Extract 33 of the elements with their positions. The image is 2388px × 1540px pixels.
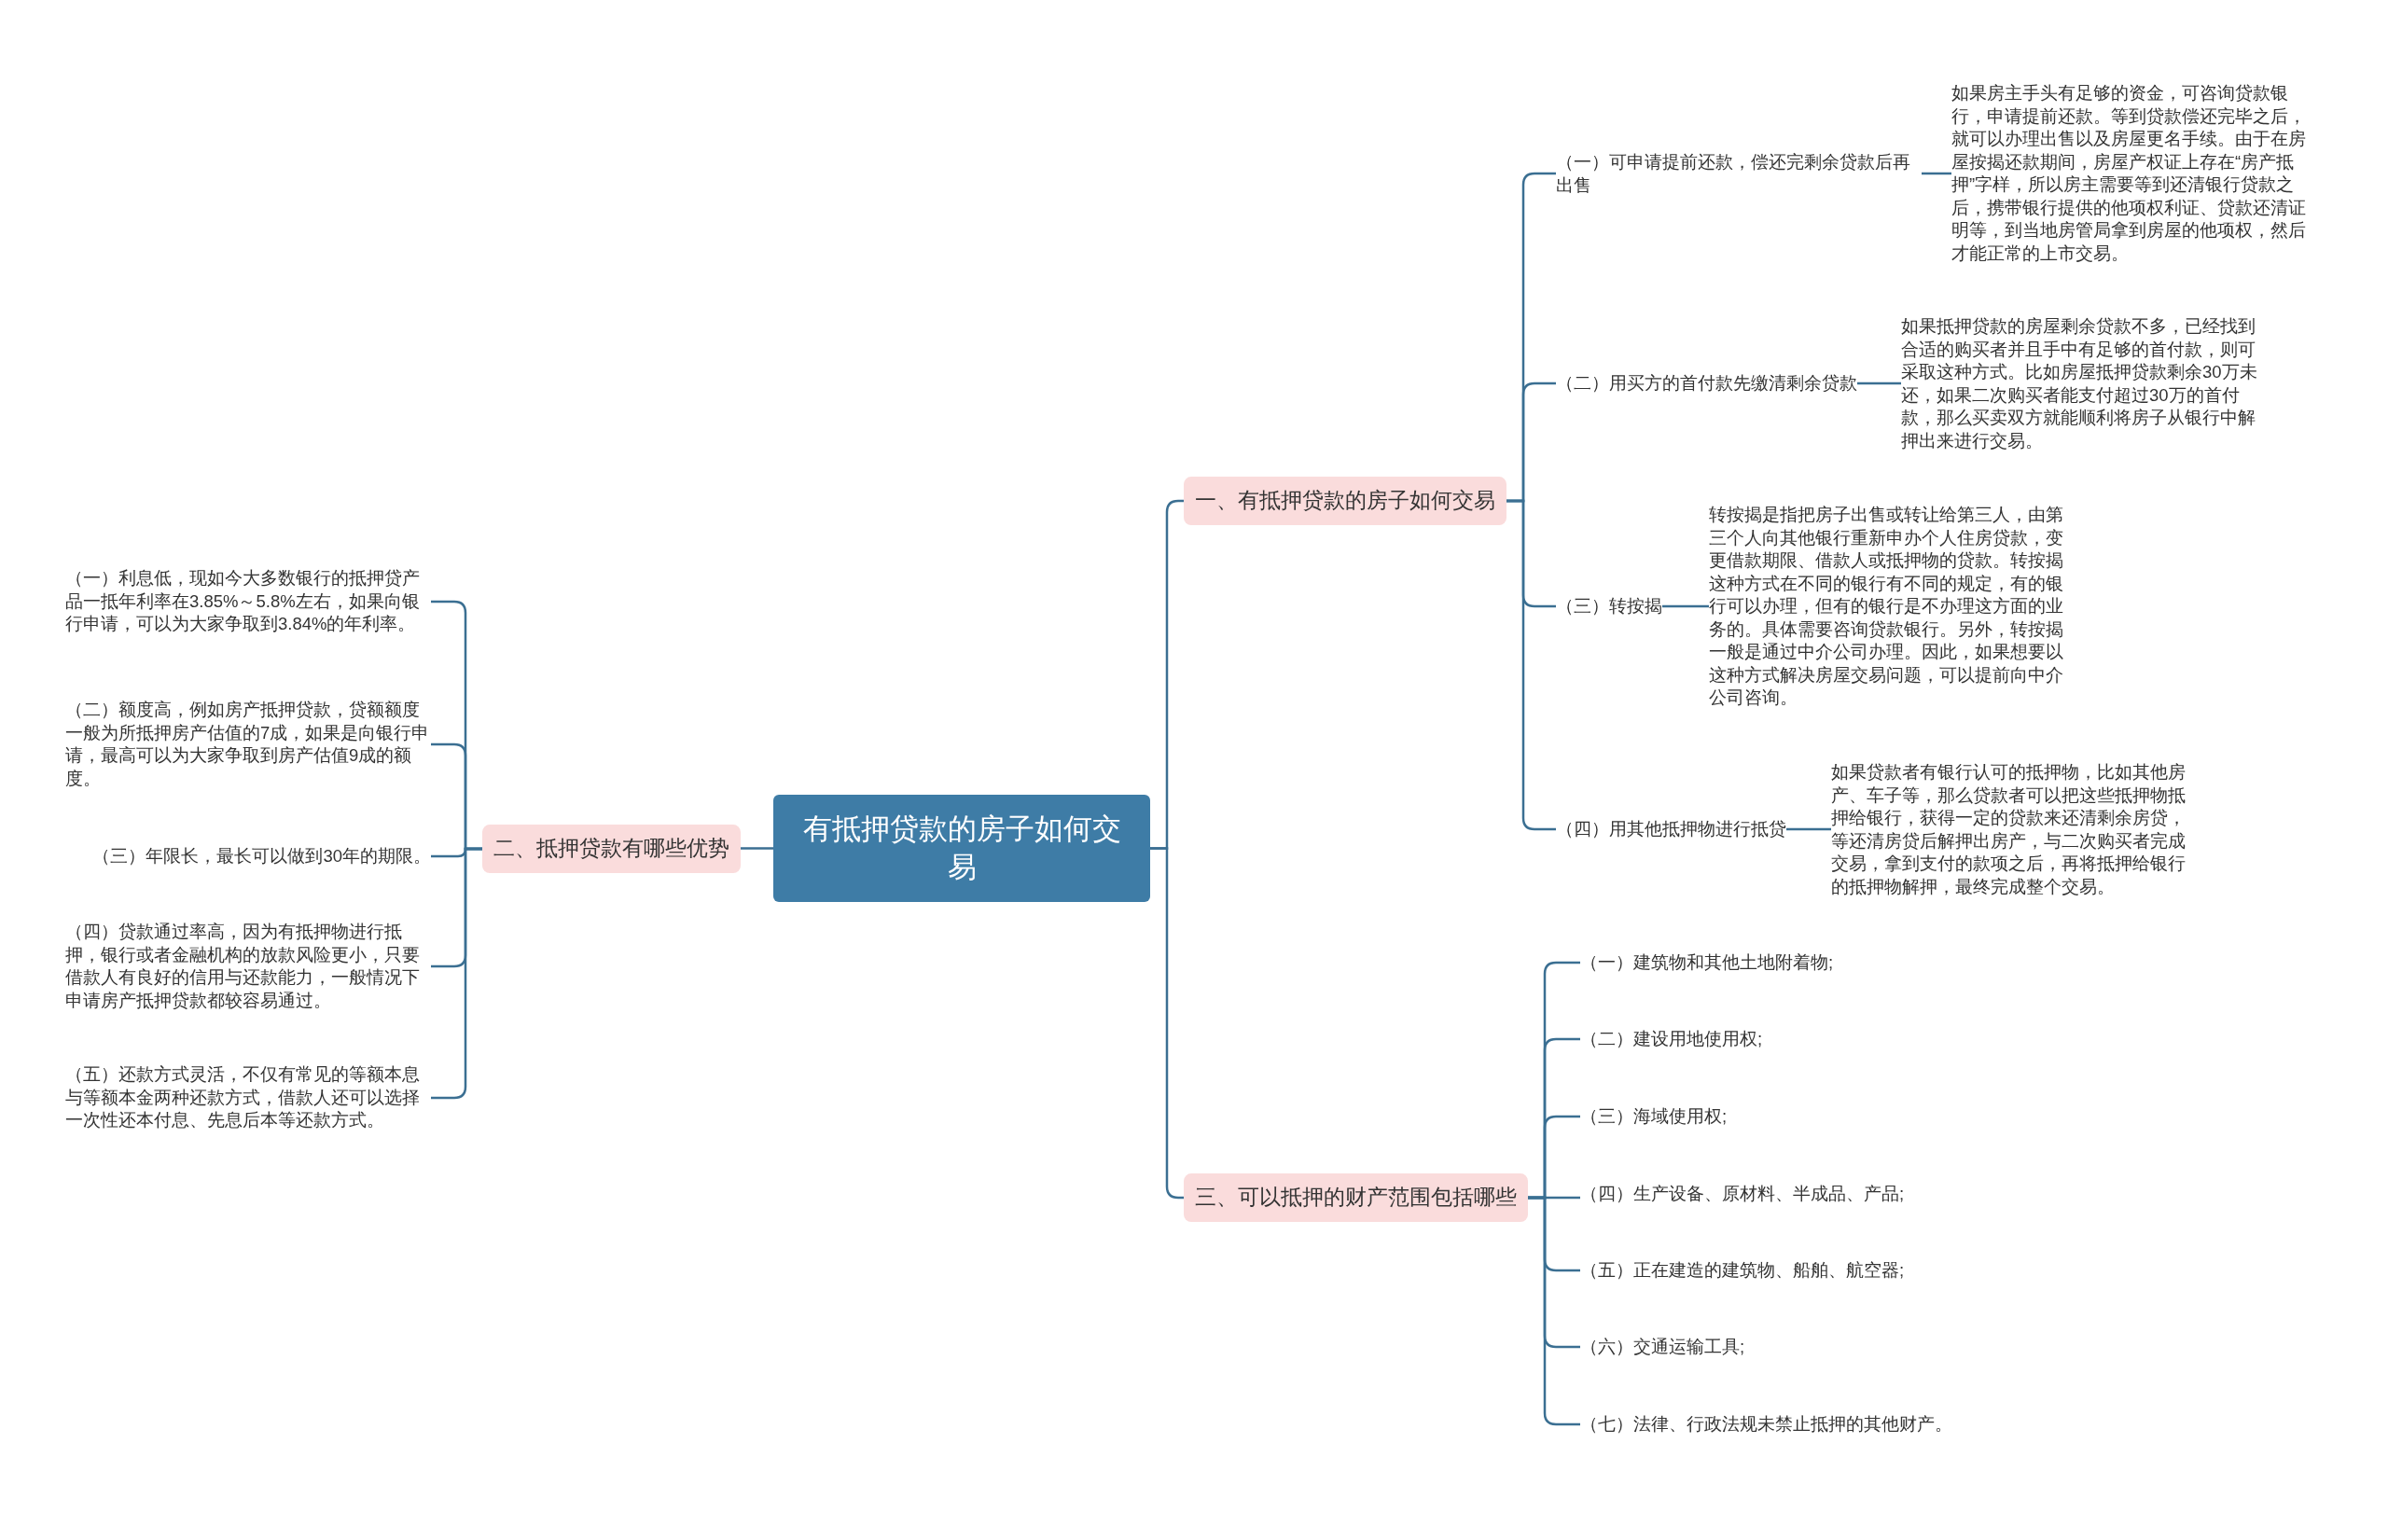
subtopic-text: （二）用买方的首付款先缴清剩余贷款 [1556, 371, 1857, 395]
central-topic-box: 有抵押贷款的房子如何交易 [773, 795, 1150, 902]
detail-paragraph: 转按揭是指把房子出售或转让给第三人，由第三个人向其他银行重新申办个人住房贷款，变更借款期限、借款人或抵押物的贷款。转按揭这种方式在不同的银行有不同的规定，有的银行可以办理，但有的银行是不办理这方面的业务的。具体需要咨询贷款银行。另外，转按揭一般是通过中介公司办理。因此，如果想要以这种方式解决房屋交易问题，可以提前向中介公司咨询。 [1709, 503, 2075, 710]
branch-topic-box: 一、有抵押贷款的房子如何交易 [1184, 477, 1506, 525]
connector-line [1528, 1196, 1580, 1426]
subtopic-text: （四）贷款通过率高，因为有抵押物进行抵押，银行或者金融机构的放款风险更小，只要借款人有良好的信用与还款能力，一般情况下申请房产抵押贷款都较容易通过。 [65, 921, 431, 1012]
subtopic-text: （四）生产设备、原材料、半成品、产品; [1580, 1182, 1905, 1206]
connector-line [1662, 604, 1709, 608]
connector-line [741, 847, 773, 850]
connector-line [1506, 499, 1556, 831]
subtopic-text: （二）额度高，例如房产抵押贷款，贷额额度一般为所抵押房产估值的7成，如果是向银行申请，最高可以为大家争取到房产估值9成的额度。 [65, 699, 431, 790]
detail-paragraph: 如果抵押贷款的房屋剩余贷款不多，已经找到合适的购买者并且手中有足够的首付款，则可采取这种方式。比如房屋抵押贷款剩余30万未还，如果二次购买者能支付超过30万的首付款，那么买卖双方就能顺利将房子从银行中解押出来进行交易。 [1901, 314, 2267, 452]
branch-topic-box: 二、抵押贷款有哪些优势 [482, 825, 741, 873]
subtopic-text: （一）利息低，现如今大多数银行的抵押贷产品一抵年利率在3.85%～5.8%左右，如果向银行申请，可以为大家争取到3.84%的年利率。 [65, 567, 431, 636]
subtopic-text: （三）转按揭 [1556, 594, 1662, 618]
subtopic-text: （三）海域使用权; [1580, 1104, 1728, 1129]
connector-line [1786, 827, 1831, 831]
subtopic-text: （七）法律、行政法规未禁止抵押的其他财产。 [1580, 1412, 1952, 1436]
subtopic-text: （三）年限长，最长可以做到30年的期限。 [92, 844, 431, 868]
subtopic-text: （一）可申请提前还款，偿还完剩余贷款后再出售 [1556, 150, 1922, 197]
subtopic-text: （四）用其他抵押物进行抵贷 [1556, 817, 1786, 841]
subtopic-text: （一）建筑物和其他土地附着物; [1580, 950, 1834, 975]
detail-paragraph: 如果贷款者有银行认可的抵押物，比如其他房产、车子等，那么贷款者可以把这些抵押物抵押给银行，获得一定的贷款来还清剩余房贷，等还清房贷后解押出房产，与二次购买者完成交易，拿到支付的款项之后，再将抵押给银行的抵押物解押，最终完成整个交易。 [1831, 760, 2197, 898]
connector-line [1922, 172, 1951, 175]
subtopic-text: （五）正在建造的建筑物、船舶、航空器; [1580, 1258, 1905, 1283]
subtopic-text: （六）交通运输工具; [1580, 1335, 1745, 1359]
connector-line [1150, 847, 1184, 1200]
branch-topic-box: 三、可以抵押的财产范围包括哪些 [1184, 1173, 1528, 1222]
connector-line [431, 847, 482, 1100]
subtopic-text: （二）建设用地使用权; [1580, 1027, 1763, 1051]
subtopic-text: （五）还款方式灵活，不仅有常见的等额本息与等额本金两种还款方式，借款人还可以选择一次性还本付息、先息后本等还款方式。 [65, 1063, 431, 1132]
connector-line [1857, 382, 1901, 385]
detail-paragraph: 如果房主手头有足够的资金，可咨询贷款银行，申请提前还款。等到贷款偿还完毕之后，就可以办理出售以及房屋更名手续。由于在房屋按揭还款期间，房屋产权证上存在“房产抵押”字样，所以房主需要等到还清银行贷款之后，携带银行提供的他项权利证、贷款还清证明等，到当地房管局拿到房屋的他项权，然后才能正常的上市交易。 [1951, 82, 2317, 265]
